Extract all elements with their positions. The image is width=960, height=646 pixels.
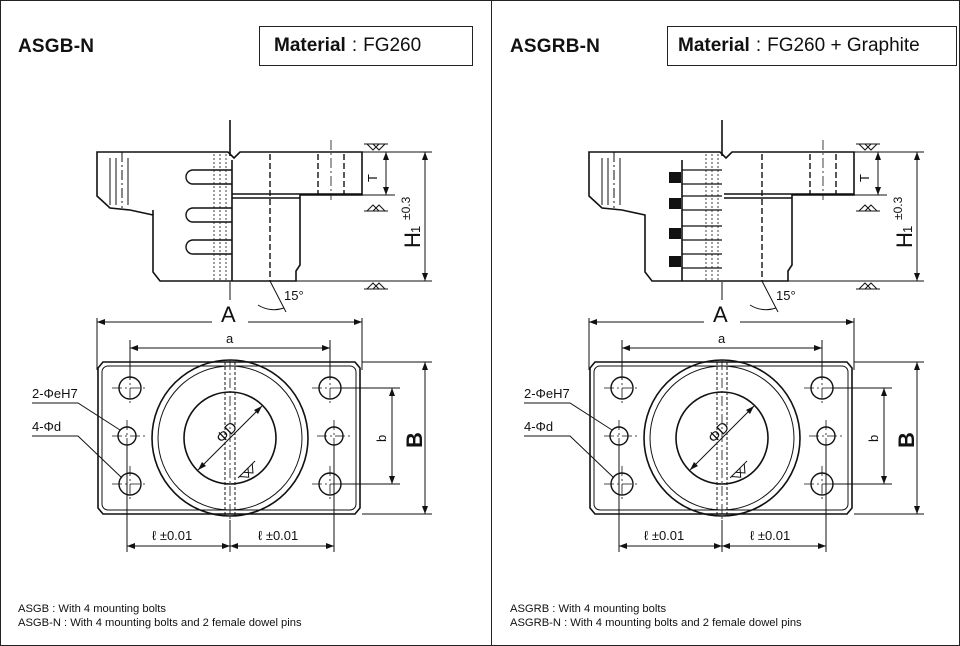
dim-b: b <box>866 435 881 442</box>
note-line: ASGRB : With 4 mounting bolts <box>510 603 667 615</box>
panel-asgb-n: ASGB-N Material : FG260 <box>18 26 473 630</box>
angle-label: 15° <box>776 288 796 303</box>
dim-bore: ΦD <box>705 419 733 447</box>
note-line: ASGB-N : With 4 mounting bolts and 2 fem… <box>18 617 302 629</box>
angle-label: 15° <box>284 288 304 303</box>
dim-H1-tol: ±0.3 <box>399 196 413 220</box>
bolt-callout: 4-Φd <box>524 419 553 434</box>
material-separator: : <box>755 35 762 56</box>
panel-asgrb-n: ASGRB-N Material : FG260 + Graphite <box>492 0 960 646</box>
dim-ell-left: ℓ ±0.01 <box>152 528 192 543</box>
material-separator: : <box>351 35 358 56</box>
material-label: Material <box>678 35 750 56</box>
material-box: Material : FG260 <box>259 26 473 66</box>
dim-T: T <box>857 174 872 182</box>
panel-divider <box>491 0 492 646</box>
drawing-asgb-n: T H 1 ±0.3 15° A a <box>32 120 432 552</box>
material-value: FG260 <box>363 35 422 56</box>
dim-H1-sub: 1 <box>900 226 915 233</box>
section-A: A <box>221 302 236 327</box>
dim-H1: H <box>892 232 917 248</box>
section-A: A <box>713 302 728 327</box>
side-view-body <box>588 151 855 282</box>
dim-B: B <box>894 432 919 448</box>
dim-ell-right: ℓ ±0.01 <box>258 528 298 543</box>
panel-title: ASGRB-N <box>510 36 601 57</box>
dowel-callout: 2-ΦeH7 <box>524 386 570 401</box>
panel-title: ASGB-N <box>18 36 95 57</box>
dim-H1: H <box>400 232 425 248</box>
groove-rings <box>185 169 232 255</box>
material-box: Material : FG260 + Graphite <box>667 26 957 66</box>
dim-B: B <box>402 432 427 448</box>
dim-H1-sub: 1 <box>408 226 423 233</box>
plan-plate <box>97 361 361 515</box>
dim-a: a <box>226 331 234 346</box>
dim-T: T <box>365 174 380 182</box>
dim-ell-left: ℓ ±0.01 <box>644 528 684 543</box>
material-label: Material <box>274 35 346 56</box>
material-value: FG260 + Graphite <box>767 35 920 56</box>
bolt-callout: 4-Φd <box>32 419 61 434</box>
drawing-asgrb-n: T H 1 ±0.3 15° A a <box>524 120 924 552</box>
plan-plate <box>589 361 853 515</box>
notes: ASGB : With 4 mounting bolts ASGB-N : Wi… <box>18 602 302 630</box>
dim-b: b <box>374 435 389 442</box>
note-line: ASGRB-N : With 4 mounting bolts and 2 fe… <box>510 617 802 629</box>
note-line: ASGB : With 4 mounting bolts <box>18 603 166 615</box>
side-view-body <box>96 151 363 282</box>
notes: ASGRB : With 4 mounting bolts ASGRB-N : … <box>510 602 802 630</box>
dim-bore: ΦD <box>213 419 241 447</box>
dim-H1-tol: ±0.3 <box>891 196 905 220</box>
graphite-plugs <box>669 172 681 267</box>
dowel-callout: 2-ΦeH7 <box>32 386 78 401</box>
dim-ell-right: ℓ ±0.01 <box>750 528 790 543</box>
dim-a: a <box>718 331 726 346</box>
